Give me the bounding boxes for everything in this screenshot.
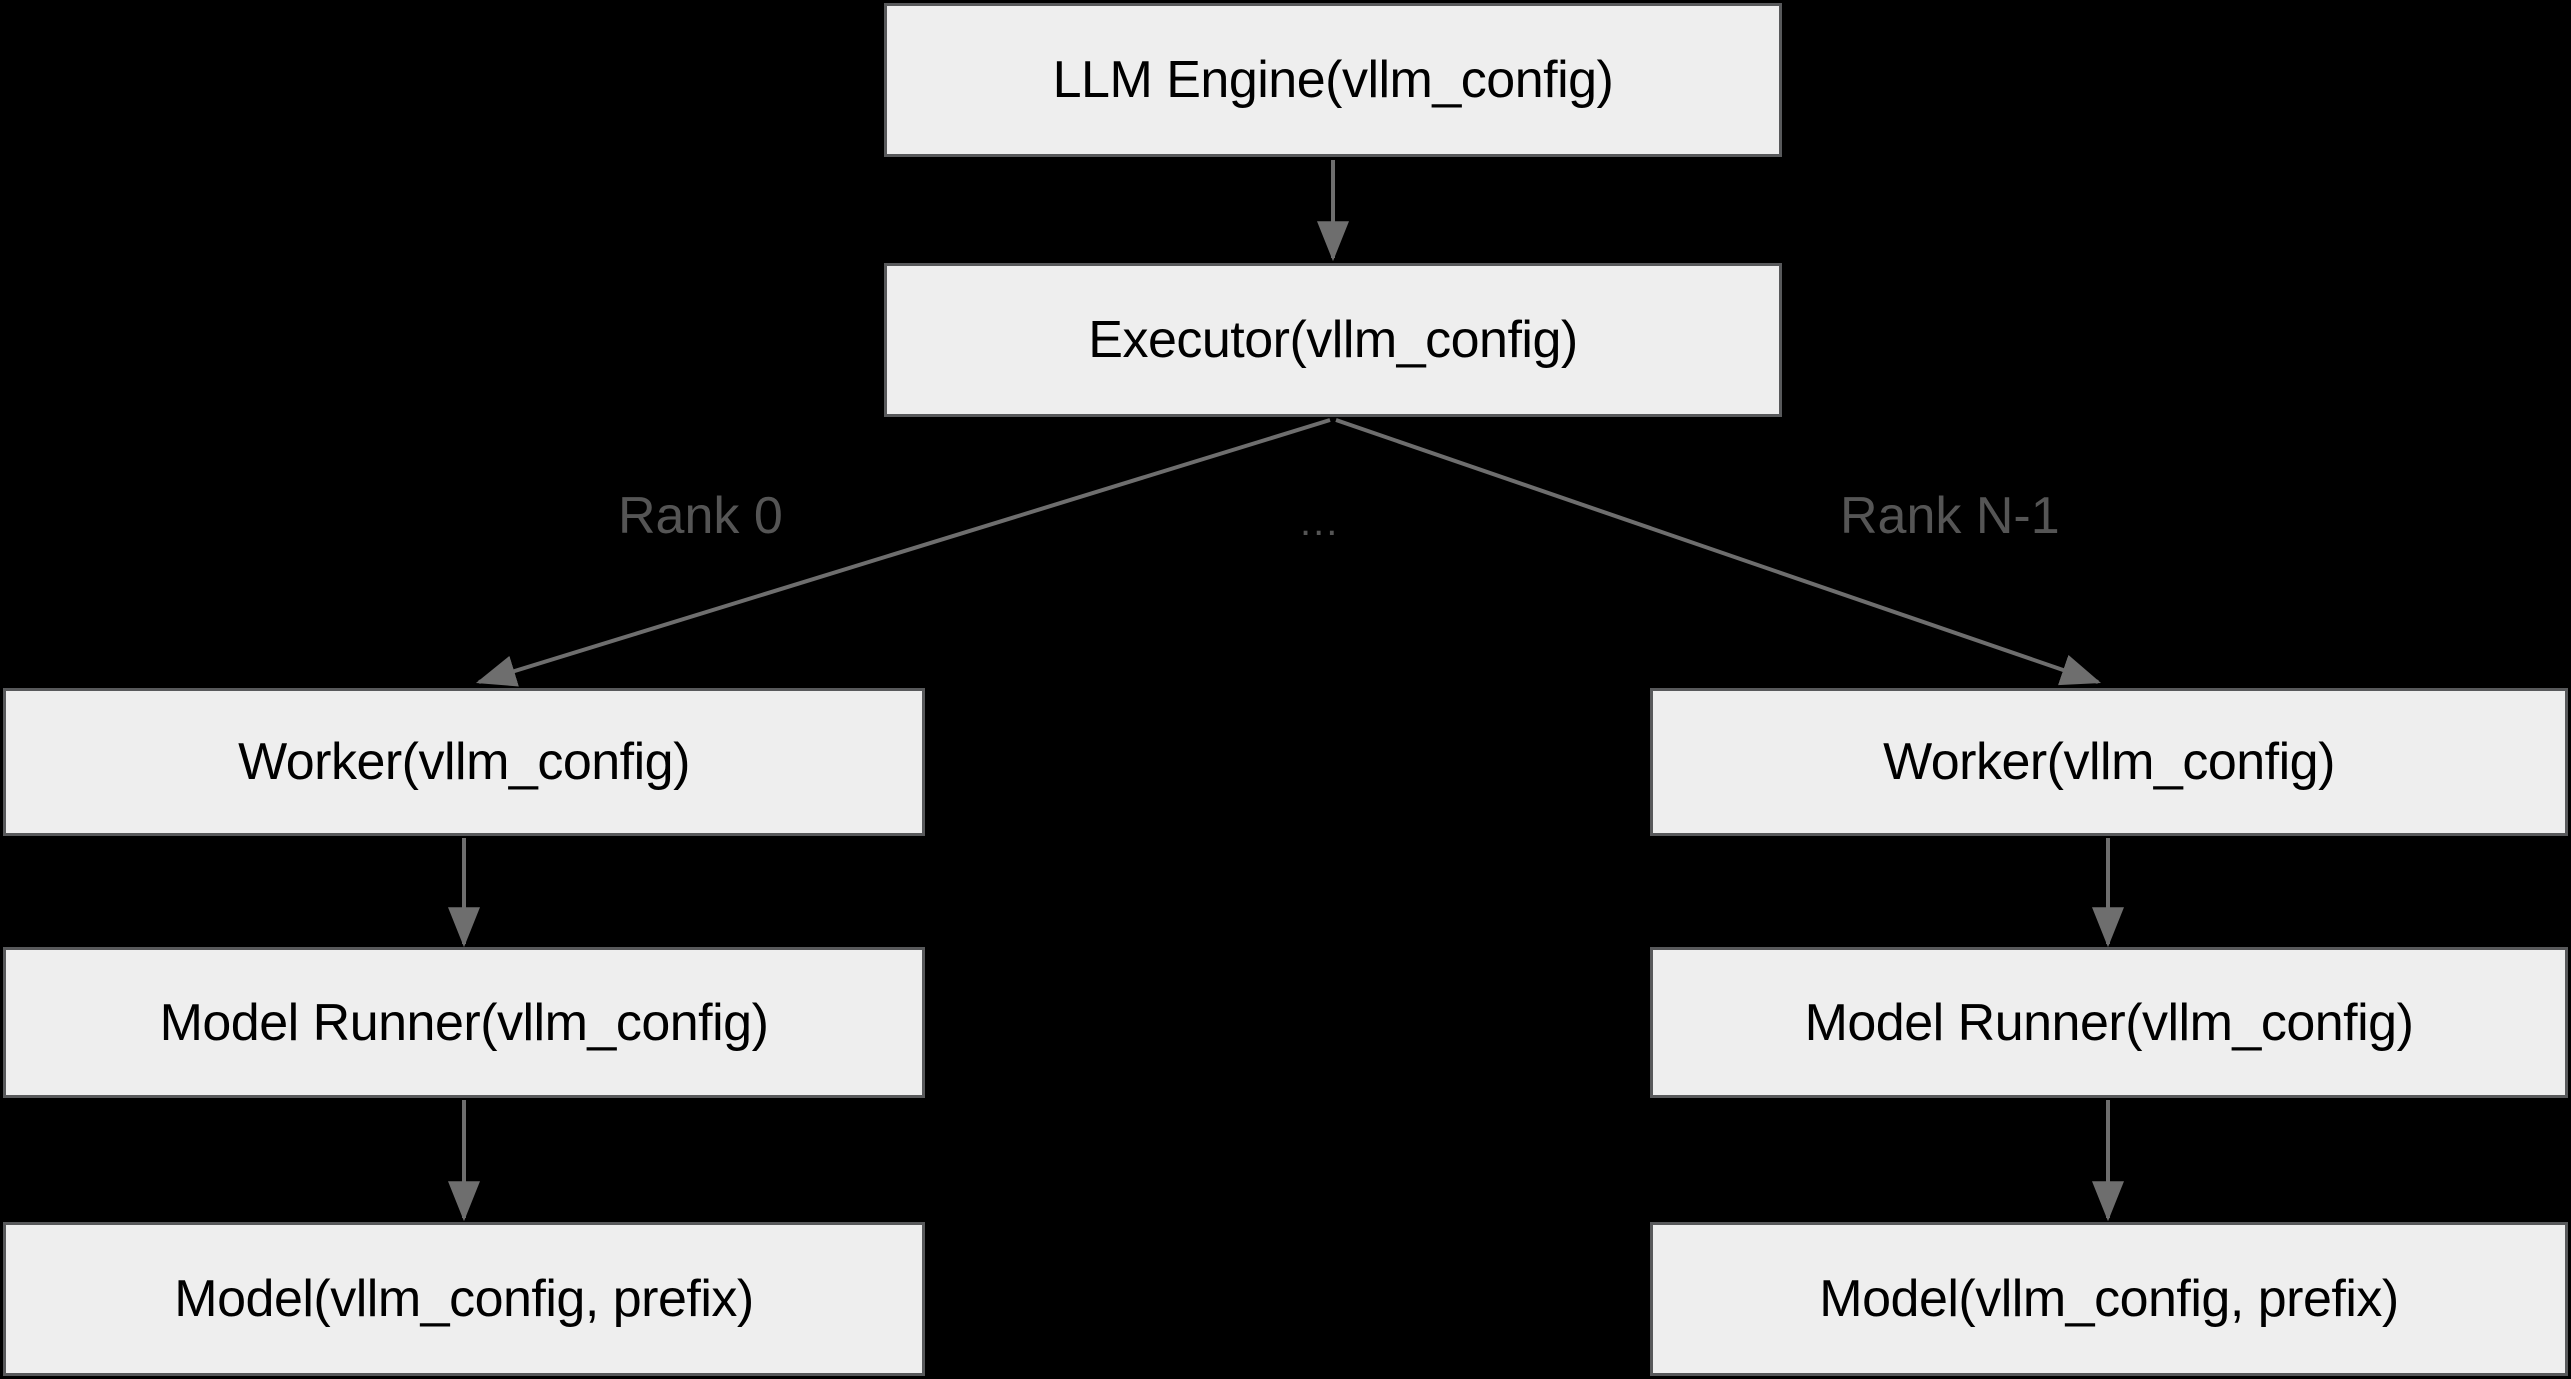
node-model-runner-rank-n-label: Model Runner(vllm_config) (1804, 993, 2414, 1052)
node-worker-rank-n-label: Worker(vllm_config) (1883, 733, 2335, 791)
node-model-rank-n-label: Model(vllm_config, prefix) (1819, 1270, 2399, 1328)
node-model-rank-n[interactable]: Model(vllm_config, prefix) (1650, 1222, 2568, 1376)
node-model-rank-0[interactable]: Model(vllm_config, prefix) (3, 1222, 925, 1376)
edge-executor-to-worker-0 (475, 418, 1331, 687)
node-worker-rank-0[interactable]: Worker(vllm_config) (3, 688, 925, 836)
edge-label-rank-0: Rank 0 (618, 487, 783, 545)
node-model-runner-rank-0-label: Model Runner(vllm_config) (159, 993, 769, 1052)
node-model-runner-rank-n[interactable]: Model Runner(vllm_config) (1650, 947, 2568, 1098)
edge-executor-to-worker-n (1335, 418, 2102, 686)
edge-label-rank-n: Rank N-1 (1840, 487, 2060, 545)
node-model-rank-0-label: Model(vllm_config, prefix) (174, 1270, 754, 1328)
edge-label-ellipsis: ... (1300, 500, 1340, 544)
node-model-runner-rank-0[interactable]: Model Runner(vllm_config) (3, 947, 925, 1098)
node-executor-label: Executor(vllm_config) (1088, 311, 1578, 369)
node-worker-rank-n[interactable]: Worker(vllm_config) (1650, 688, 2568, 836)
node-llm-engine-label: LLM Engine(vllm_config) (1052, 51, 1614, 109)
node-worker-rank-0-label: Worker(vllm_config) (238, 733, 690, 791)
node-llm-engine[interactable]: LLM Engine(vllm_config) (884, 3, 1782, 157)
node-executor[interactable]: Executor(vllm_config) (884, 263, 1782, 417)
